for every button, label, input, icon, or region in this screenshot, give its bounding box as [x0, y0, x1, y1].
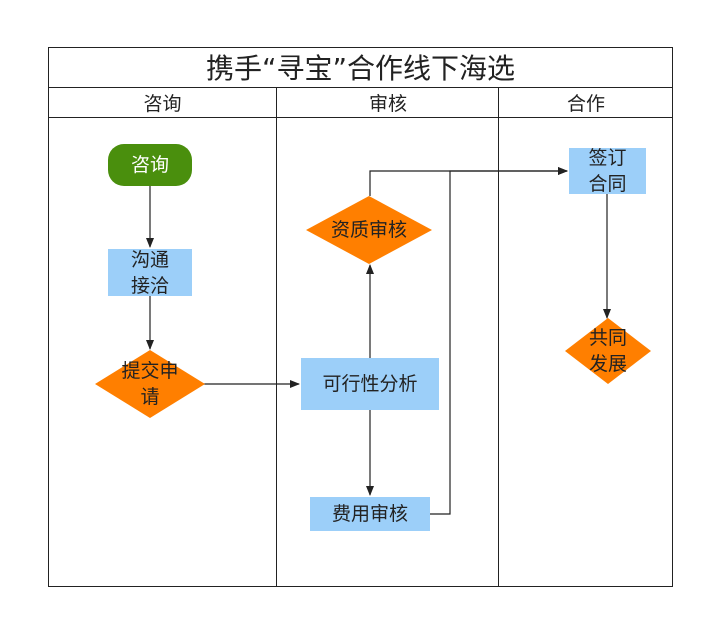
node-qualification: 资质审核	[306, 196, 432, 264]
node-qualification-label: 资质审核	[330, 219, 407, 241]
edge-cost-review-sign-contract	[430, 167, 568, 515]
lane-header-consult: 咨询	[48, 88, 277, 118]
diagram-title: 携手“寻宝”合作线下海选	[48, 47, 673, 88]
lane-divider	[498, 88, 499, 587]
node-sign-contract: 签订 合同	[569, 147, 646, 195]
node-cost-review: 费用审核	[310, 497, 430, 531]
swimlane-frame	[48, 47, 673, 587]
node-develop: 共同 发展	[565, 318, 651, 384]
lane-header-cooperation: 合作	[499, 88, 673, 118]
node-develop-label: 共同 发展	[588, 327, 627, 375]
lane-divider	[276, 88, 277, 587]
node-submit: 提交申 请	[95, 350, 205, 418]
node-communicate: 沟通 接洽	[108, 249, 192, 297]
node-submit-label: 提交申 请	[121, 360, 179, 408]
edge-qualification-sign-contract	[369, 167, 568, 196]
lane-header-review: 审核	[277, 88, 499, 118]
node-feasibility: 可行性分析	[301, 358, 439, 410]
node-consult: 咨询	[108, 144, 192, 186]
